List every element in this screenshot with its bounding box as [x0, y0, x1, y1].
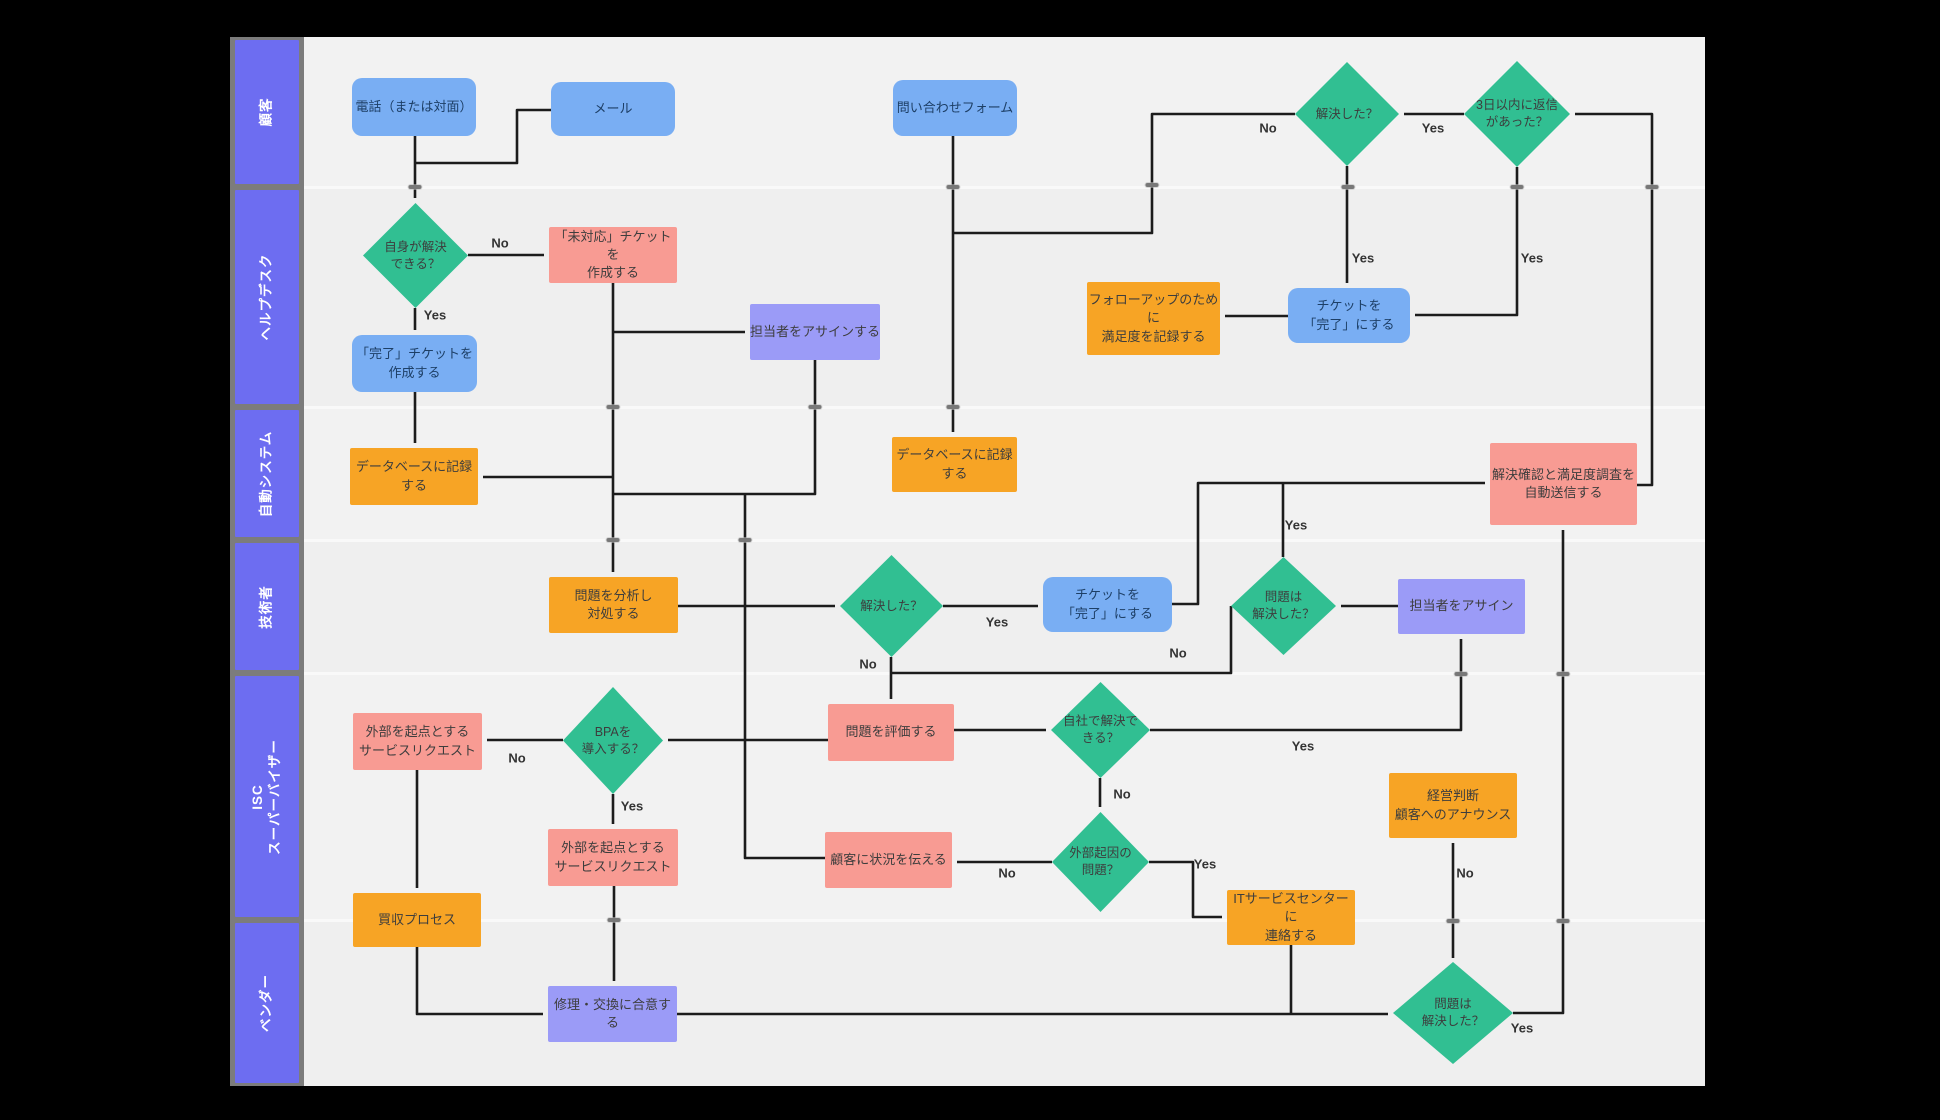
- edge-label-no: No: [491, 235, 509, 251]
- lane-header-0[interactable]: [235, 40, 299, 184]
- connector-lane-tick: [1446, 919, 1460, 923]
- phone-box[interactable]: 電話（または対面）: [352, 78, 476, 136]
- lane-header-4[interactable]: [235, 676, 299, 917]
- evaluate-box[interactable]: 問題を評価する: [828, 704, 954, 761]
- connector-31[interactable]: [1149, 860, 1222, 919]
- edge-label-yes: Yes: [1421, 120, 1445, 136]
- ext-service-req-box-2[interactable]: 外部を起点とする サービスリクエスト: [548, 829, 678, 886]
- edge-label-yes: Yes: [1351, 250, 1375, 266]
- mail-box[interactable]: メール: [551, 82, 675, 136]
- connector-lane-tick: [1145, 183, 1159, 187]
- lane-separator: [304, 186, 1705, 189]
- edge-label-no: No: [998, 865, 1016, 881]
- record-db-box-1[interactable]: データベースに記録する: [350, 448, 478, 505]
- connector-lane-tick: [1556, 672, 1570, 676]
- connector-lane-tick: [1556, 919, 1570, 923]
- edge-label-yes: Yes: [423, 307, 447, 323]
- edge-label-yes: Yes: [1291, 738, 1315, 754]
- connector-lane-tick: [606, 405, 620, 409]
- edge-label-no: No: [1456, 865, 1474, 881]
- connector-5[interactable]: [1575, 112, 1654, 487]
- connector-lane-tick: [606, 538, 620, 542]
- connector-lane-tick: [946, 185, 960, 189]
- connector-3[interactable]: [953, 112, 1295, 235]
- edge-label-no: No: [1169, 645, 1187, 661]
- connector-1[interactable]: [415, 108, 551, 165]
- edge-label-no: No: [1259, 120, 1277, 136]
- connector-20[interactable]: [891, 606, 1233, 675]
- followup-box[interactable]: フォローアップのために 満足度を記録する: [1087, 282, 1220, 355]
- connector-lane-tick: [738, 538, 752, 542]
- edge-label-yes: Yes: [620, 798, 644, 814]
- ticket-done-box-2[interactable]: チケットを 「完了」にする: [1043, 577, 1172, 632]
- mgmt-decision-box[interactable]: 経営判断 顧客へのアナウンス: [1389, 773, 1517, 838]
- edge-label-yes: Yes: [1193, 856, 1217, 872]
- connector-lane-tick: [408, 185, 422, 189]
- lane-header-2[interactable]: [235, 410, 299, 537]
- it-center-box[interactable]: ITサービスセンターに 連絡する: [1227, 890, 1355, 945]
- lane-separator: [304, 406, 1705, 409]
- lane-separator: [304, 539, 1705, 542]
- lane-body-1: [304, 187, 1705, 407]
- lane-header-5[interactable]: [235, 923, 299, 1083]
- edge-label-yes: Yes: [1520, 250, 1544, 266]
- connector-lane-tick: [1454, 672, 1468, 676]
- done-ticket-box[interactable]: 「完了」チケットを 作成する: [352, 335, 477, 392]
- tell-customer-box[interactable]: 顧客に状況を伝える: [825, 832, 952, 888]
- lane-header-1[interactable]: [235, 190, 299, 404]
- acquisition-box[interactable]: 買収プロセス: [353, 893, 481, 947]
- edge-label-yes: Yes: [1284, 517, 1308, 533]
- analyze-box[interactable]: 問題を分析し 対処する: [549, 577, 678, 633]
- ext-service-req-box-1[interactable]: 外部を起点とする サービスリクエスト: [353, 713, 482, 770]
- connector-lane-tick: [1645, 185, 1659, 189]
- connector-16[interactable]: [743, 494, 825, 860]
- record-db-box-2[interactable]: データベースに記録する: [892, 437, 1017, 492]
- connector-lane-tick: [1341, 185, 1355, 189]
- lane-separator: [304, 919, 1705, 922]
- connector-lane-tick: [607, 918, 621, 922]
- contact-form-box[interactable]: 問い合わせフォーム: [893, 80, 1017, 136]
- connector-38[interactable]: [1513, 530, 1565, 1015]
- connector-24[interactable]: [1150, 639, 1463, 732]
- connector-15[interactable]: [613, 360, 817, 496]
- edge-label-yes: Yes: [985, 614, 1009, 630]
- ticket-done-box-1[interactable]: チケットを 「完了」にする: [1288, 288, 1410, 343]
- connector-22[interactable]: [1172, 481, 1485, 606]
- open-ticket-box[interactable]: 「未対応」チケットを 作成する: [549, 227, 677, 283]
- connector-6[interactable]: [1415, 167, 1519, 317]
- auto-survey-box[interactable]: 解決確認と満足度調査を 自動送信する: [1490, 443, 1637, 525]
- assign-tech-box[interactable]: 担当者をアサイン: [1398, 579, 1525, 634]
- repair-agree-box[interactable]: 修理・交換に合意する: [548, 986, 677, 1042]
- edge-label-no: No: [508, 750, 526, 766]
- connector-lane-tick: [1510, 185, 1524, 189]
- lane-header-3[interactable]: [235, 543, 299, 670]
- assign-owner-box[interactable]: 担当者をアサインする: [750, 304, 880, 360]
- edge-label-no: No: [859, 656, 877, 672]
- connector-33[interactable]: [415, 947, 543, 1016]
- edge-label-yes: Yes: [1510, 1020, 1534, 1036]
- edge-label-no: No: [1113, 786, 1131, 802]
- connector-lane-tick: [808, 405, 822, 409]
- connector-lane-tick: [946, 405, 960, 409]
